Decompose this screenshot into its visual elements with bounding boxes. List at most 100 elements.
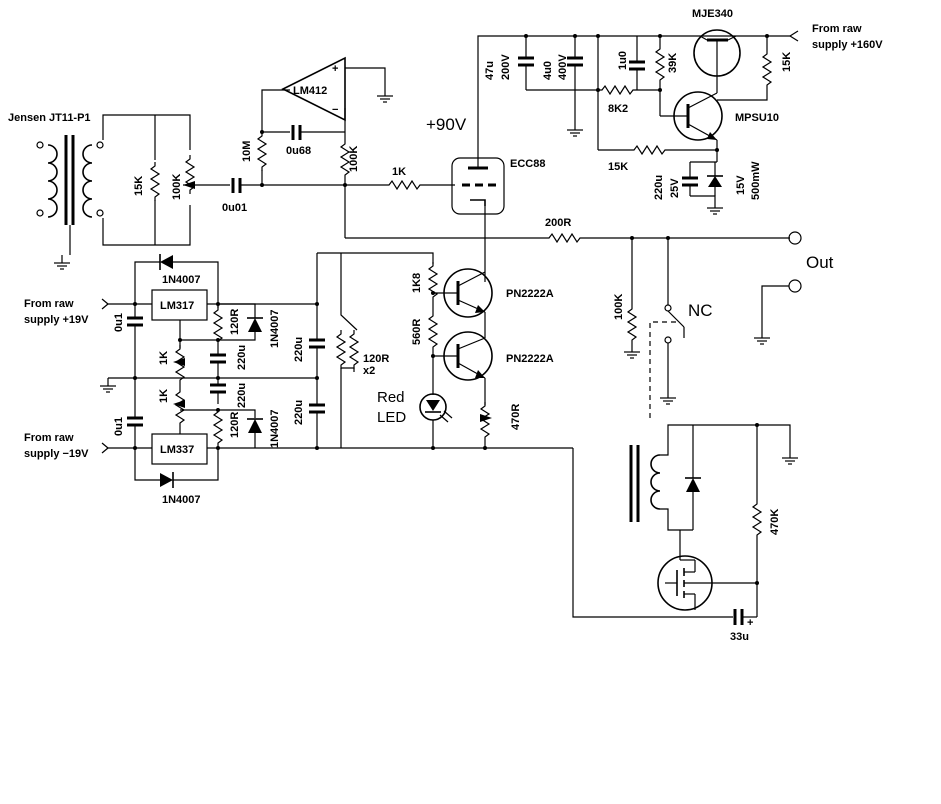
capacitor-0u68 [291,125,302,140]
zener-15v [707,162,723,196]
capacitor-4u0 [567,36,583,122]
c-220u-rail-bottom-label: 220u [293,400,305,425]
d-top-label: 1N4007 [162,274,201,286]
resistor-1k8 [428,261,438,302]
raw160-label-1: From raw [812,23,862,35]
raw19n-label-1: From raw [24,432,74,444]
capacitor-47u [518,36,534,90]
raw19p-label-2: supply +19V [24,314,89,326]
c-0u1-bottom-label: 0u1 [113,417,125,436]
c-47u-v-label: 200V [500,54,512,80]
diode-1n4007-right-bottom [247,418,263,433]
r-15k-input-label: 15K [133,176,145,196]
output-terminal-ground[interactable] [788,279,802,293]
r-15k-right-label: 15K [781,52,793,72]
diode-flyback [685,425,701,530]
resistor-15k-lower [629,145,670,155]
d-bot-label: 1N4007 [162,494,201,506]
c-4u0-v-label: 400V [557,54,569,80]
c-33u-label: 33u [730,631,749,643]
pot-470r-label: 470R [510,404,522,430]
resistor-120r-b [213,407,223,448]
r-120r-x2-label-2: x2 [363,365,375,377]
r-200r-label: 200R [545,217,571,229]
c-47u-label: 47u [484,61,496,80]
capacitor-220u-adj-bottom [210,383,226,394]
raw19p-label-1: From raw [24,298,74,310]
c-220u-25v-label-1: 220u [653,175,665,200]
q-pn-top-label: PN2222A [506,288,554,300]
plus90-label: +90V [426,115,467,134]
transistor-mpsu10 [660,91,723,141]
r-100k-fb-label: 100K [348,146,360,172]
c-4u0-label: 4u0 [542,61,554,80]
d-r1-label: 1N4007 [269,309,281,348]
z-15v-label-1: 15V [735,175,747,195]
resistor-120r-x2-b [349,329,359,370]
resistor-15k-right [762,49,772,90]
transistor-pn2222a-top [433,268,493,318]
opamp-label: LM412 [293,85,327,97]
capacitor-220u-25v [682,176,698,187]
tube-label: ECC88 [510,158,545,170]
r-120r-b-label: 120R [229,412,241,438]
red-led [419,393,453,423]
pot-470r [480,401,490,442]
resistor-470k [752,499,762,540]
resistor-120r-x2-a [336,329,346,370]
r-15k-lower-label: 15K [608,161,628,173]
r-8k2-label: 8K2 [608,103,628,115]
resistor-100k-out [627,304,637,345]
transistor-pn2222a-bottom [433,331,493,381]
r-560r-label: 560R [411,319,423,345]
raw160-label-2: supply +160V [812,39,883,51]
capacitor-220u-rail-top [309,338,325,349]
q-mje340-label: MJE340 [692,8,733,20]
mosfet [657,555,713,611]
diode-1n4007-right-top [247,317,263,332]
q-mpsu10-label: MPSU10 [735,112,779,124]
lm317-label: LM317 [160,300,194,312]
r-1k8-label: 1K8 [411,273,423,293]
resistor-39k [655,44,665,85]
c-220u-25v-label-2: 25V [669,178,681,198]
output-terminal-hot[interactable] [788,231,802,245]
r-10m-label: 10M [241,141,253,162]
input-transformer [36,135,104,270]
c-0u01-label: 0u01 [222,202,247,214]
c-220u-rail-top-label: 220u [293,337,305,362]
r-1k-b-label: 1K [158,389,170,403]
transformer-label: Jensen JT11-P1 [8,112,91,124]
diode-1n4007-top [159,254,173,270]
c-0u68-label: 0u68 [286,145,311,157]
opamp-minus: − [332,104,338,116]
regulator-lm337 [151,433,208,465]
diode-1n4007-bottom [160,472,174,488]
r-100k-out-label: 100K [613,294,625,320]
c-0u1-top-label: 0u1 [113,313,125,332]
r-120r-a-label: 120R [229,309,241,335]
led-label-1: Red [377,389,405,406]
led-label-2: LED [377,409,406,426]
nc-label: NC [688,301,713,320]
c-1u0-label: 1u0 [617,51,629,70]
resistor-10m [257,131,267,172]
resistor-1k-grid [384,180,425,190]
resistor-560r [428,311,438,352]
d-r2-label: 1N4007 [269,409,281,448]
capacitor-220u-adj-top [210,353,226,364]
transistor-mje340 [693,29,741,77]
q-pn-bottom-label: PN2222A [506,353,554,365]
capacitor-0u01 [231,178,242,193]
capacitor-33u [733,609,744,625]
raw19n-label-2: supply −19V [24,448,89,460]
r-1k-grid-label: 1K [392,166,406,178]
r-1k-a-label: 1K [158,351,170,365]
capacitor-1u0 [629,36,645,90]
pot-100k-input-label: 100K [171,174,183,200]
c-220u-adj-bottom-label: 220u [236,383,248,408]
capacitor-220u-rail-bottom [309,403,325,414]
relay-coil [629,445,661,522]
r-120r-x2-label-1: 120R [363,353,389,365]
